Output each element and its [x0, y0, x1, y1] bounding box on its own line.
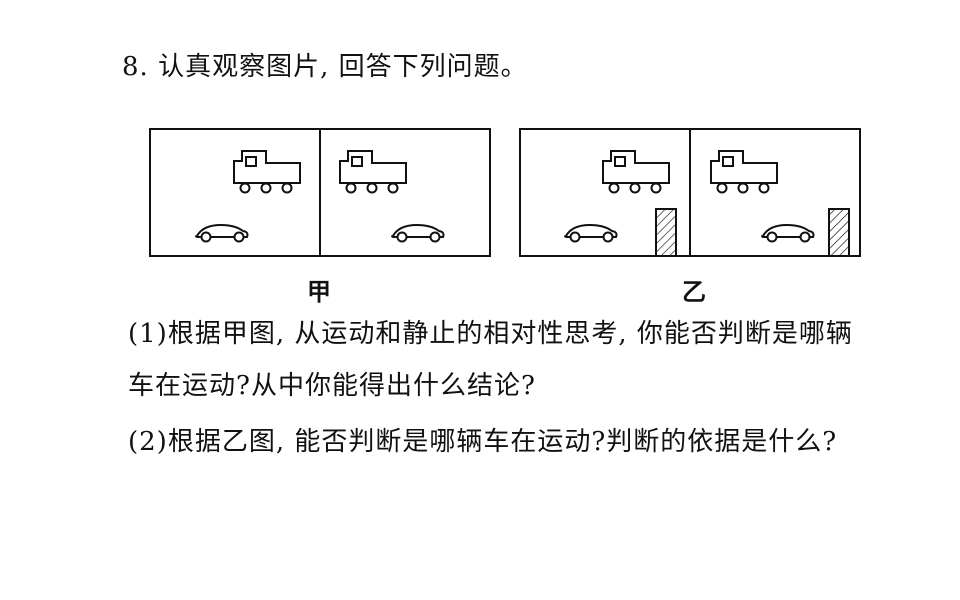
truck-b-right [710, 150, 778, 194]
figure-label-a: 甲 [307, 278, 331, 306]
truck-a-left [233, 150, 301, 194]
figure-b-frame [519, 128, 861, 257]
post-b-left [655, 208, 677, 257]
car-a-left [195, 224, 249, 243]
question-1-line-2: 车在运动?从中你能得出什么结论? [128, 371, 536, 401]
car-b-left [564, 224, 618, 243]
car-b-right [761, 224, 815, 243]
question-2: (2)根据乙图, 能否判断是哪辆车在运动?判断的依据是什么? [128, 427, 838, 457]
figure-label-b: 乙 [682, 278, 706, 306]
figure-a-frame [149, 128, 491, 257]
truck-b-left [602, 150, 670, 194]
car-a-right [391, 224, 445, 243]
truck-a-right [339, 150, 407, 194]
post-b-right [828, 208, 850, 257]
question-title: 8. 认真观察图片, 回答下列问题。 [122, 52, 528, 82]
question-1-line-1: (1)根据甲图, 从运动和静止的相对性思考, 你能否判断是哪辆 [128, 319, 853, 349]
